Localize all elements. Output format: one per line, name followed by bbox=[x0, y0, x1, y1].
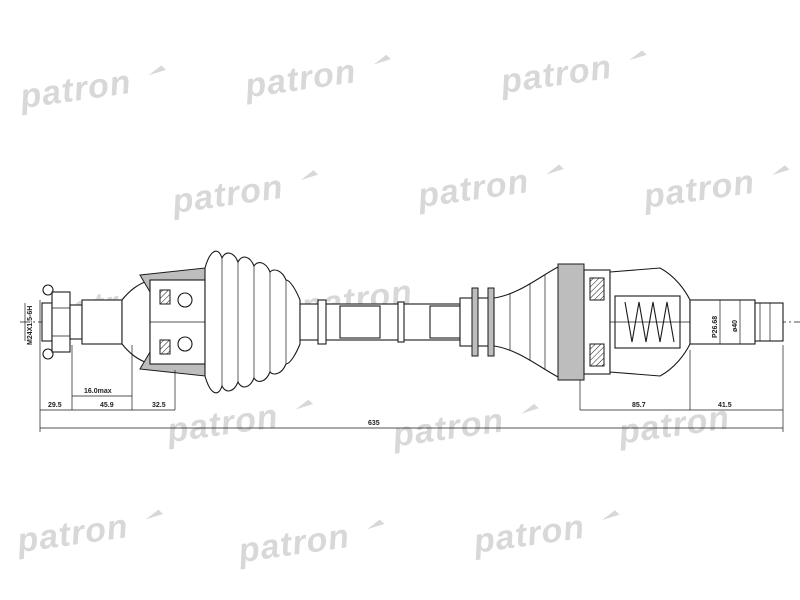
watermark-arrow-icon bbox=[367, 519, 385, 530]
watermark-text: patron bbox=[164, 397, 281, 450]
watermark-text: patron bbox=[17, 63, 134, 116]
watermark-arrow-icon bbox=[373, 54, 391, 65]
left-threaded-stub bbox=[41, 284, 83, 360]
dim-label-29-5: 29.5 bbox=[48, 402, 62, 409]
thread-dim-label: M24X1.5-6H bbox=[27, 306, 34, 345]
cv-ball bbox=[177, 292, 193, 308]
spline-dim-label: P26.68 bbox=[712, 316, 719, 338]
right-splined-stub bbox=[689, 299, 784, 345]
watermark-arrow-icon bbox=[145, 509, 164, 520]
dim-label-41-5: 41.5 bbox=[718, 402, 732, 409]
watermark-text: patron bbox=[242, 52, 359, 105]
cotter-pin-icon bbox=[42, 284, 54, 296]
dim-label-45-9: 45.9 bbox=[100, 402, 114, 409]
outer-cv-joint bbox=[81, 267, 206, 377]
total-length-label: 635 bbox=[368, 420, 380, 427]
watermark-arrow-icon bbox=[602, 510, 620, 521]
watermark-arrow-icon bbox=[148, 65, 167, 76]
diameter-dim-label: ø40 bbox=[732, 320, 739, 332]
watermark-arrow-icon bbox=[300, 170, 319, 181]
inner-boot bbox=[459, 265, 561, 379]
watermark-text: patron bbox=[498, 48, 615, 101]
cv-ball bbox=[177, 336, 193, 352]
groove-dim-label: 16.0max bbox=[84, 388, 112, 395]
watermark-text: patron bbox=[470, 508, 587, 561]
watermark-text: patron bbox=[14, 507, 131, 560]
inner-cv-joint bbox=[557, 263, 691, 381]
watermark-arrow-icon bbox=[772, 165, 790, 176]
dimension-lines bbox=[24, 300, 784, 432]
watermark-arrow-icon bbox=[521, 403, 539, 414]
dim-label-85-7: 85.7 bbox=[632, 402, 646, 409]
watermark-text: patron bbox=[640, 163, 757, 216]
dim-label-32-5: 32.5 bbox=[152, 402, 166, 409]
watermark-text: patron bbox=[235, 517, 352, 570]
dimension-labels: M24X1.5-6H 16.0max 29.5 45.9 32.5 635 85… bbox=[27, 306, 739, 427]
watermark-arrow-icon bbox=[546, 164, 564, 175]
outer-boot bbox=[204, 250, 301, 394]
main-shaft bbox=[299, 299, 461, 345]
watermark-arrow-icon bbox=[629, 50, 647, 61]
watermark-text: patron bbox=[415, 162, 532, 215]
watermark-arrow-icon bbox=[295, 399, 314, 410]
watermark-text: patron bbox=[169, 168, 286, 221]
